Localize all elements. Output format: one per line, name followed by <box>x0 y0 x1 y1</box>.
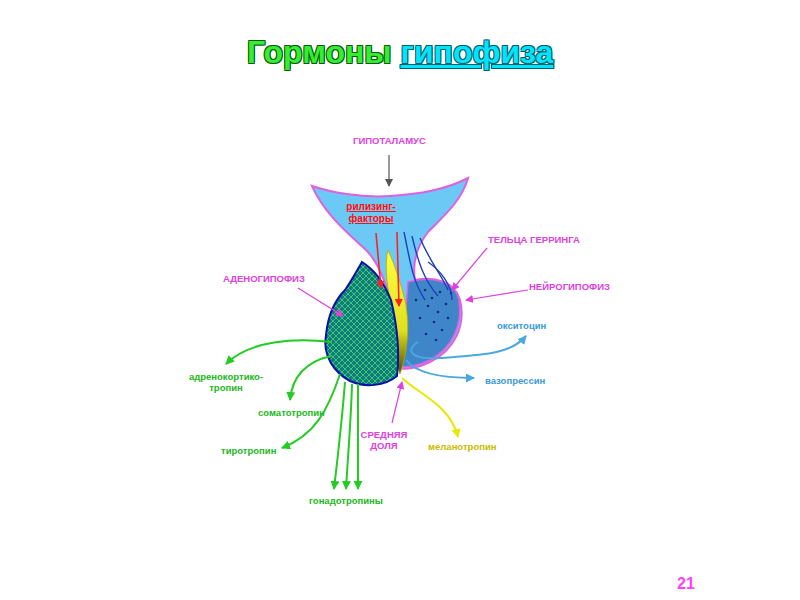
hormone-name: окситоцин <box>497 320 546 331</box>
slide-title: Гормоны гипофиза <box>247 34 553 71</box>
structure-label: ГИПОТАЛАМУС <box>353 135 426 146</box>
hormone-name: гонадотропины <box>309 495 383 506</box>
hormone-name: вазопрессин <box>485 375 545 386</box>
hormone-name: тиротропин <box>221 445 276 456</box>
hormone-name: адренокортико- тропин <box>180 371 272 394</box>
structure-label: НЕЙРОГИПОФИЗ <box>529 281 610 292</box>
page-number: 21 <box>677 574 695 593</box>
releasing-factors-text: рилизинг- факторы <box>340 201 402 225</box>
hormone-name: соматотропин <box>258 407 325 418</box>
structure-label: ТЕЛЬЦА ГЕРРИНГА <box>488 234 580 245</box>
structure-label: СРЕДНЯЯ ДОЛЯ <box>355 429 413 452</box>
structure-label: АДЕНОГИПОФИЗ <box>223 273 305 284</box>
hormone-name: меланотропин <box>428 441 497 452</box>
hypothalamus-region: рилизинг- факторы <box>340 201 402 225</box>
